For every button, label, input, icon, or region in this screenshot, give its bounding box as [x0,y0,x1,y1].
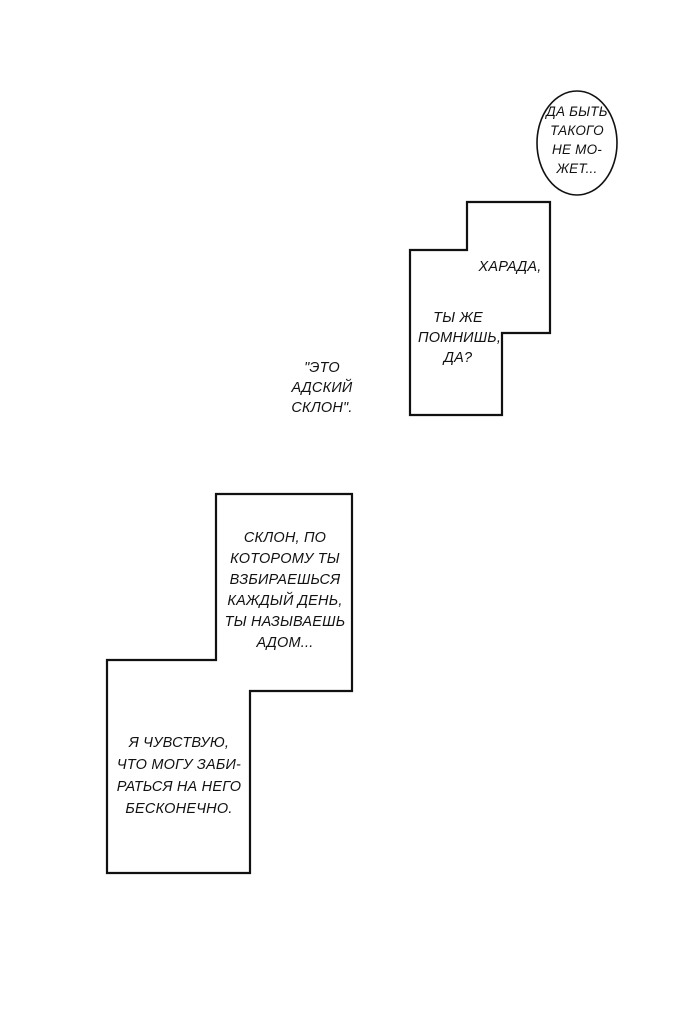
bubble-line: ЖЕТ... [556,161,598,176]
caption-line: КАЖДЫЙ ДЕНЬ, [227,593,343,609]
quote-line: "ЭТО [304,360,340,376]
caption-line: ХАРАДА, [478,259,542,275]
caption-line: КОТОРОМУ ТЫ [230,551,340,567]
caption-line: ПОМНИШЬ, [418,330,502,346]
caption-line: ДА? [443,350,473,366]
bubble-line: ТАКОГО [550,123,604,138]
caption-line: ТЫ НАЗЫВАЕШЬ [224,614,346,630]
caption-line: БЕСКОНЕЧНО. [125,801,233,817]
caption-harada-question: ТЫ ЖЕ ПОМНИШЬ, ДА? [418,308,502,368]
floating-quote-text: "ЭТО АДСКИЙ СКЛОН". [280,358,364,418]
caption-line: ТЫ ЖЕ [433,310,483,326]
quote-line: СКЛОН". [291,400,353,416]
speech-bubble-text: ДА БЫТЬ ТАКОГО НЕ МО- ЖЕТ... [540,102,614,178]
bubble-line: НЕ МО- [552,142,602,157]
caption-line: ЧТО МОГУ ЗАБИ- [116,757,242,773]
bubble-line: ДА БЫТЬ [546,104,608,119]
caption-box-harada-outline [408,200,552,417]
caption-line: ВЗБИРАЕШЬСЯ [229,572,341,588]
caption-line: СКЛОН, ПО [243,530,327,546]
caption-line: Я ЧУВСТВУЮ, [128,735,230,751]
caption-line: АДОМ... [256,635,314,651]
caption-endless-text: Я ЧУВСТВУЮ, ЧТО МОГУ ЗАБИ- РАТЬСЯ НА НЕГ… [112,732,246,820]
caption-harada-name: ХАРАДА, [474,257,546,277]
caption-line: РАТЬСЯ НА НЕГО [116,779,242,795]
quote-line: АДСКИЙ [291,380,353,396]
speech-bubble-outline [536,90,618,196]
caption-climb-text: СКЛОН, ПО КОТОРОМУ ТЫ ВЗБИРАЕШЬСЯ КАЖДЫЙ… [224,528,346,654]
